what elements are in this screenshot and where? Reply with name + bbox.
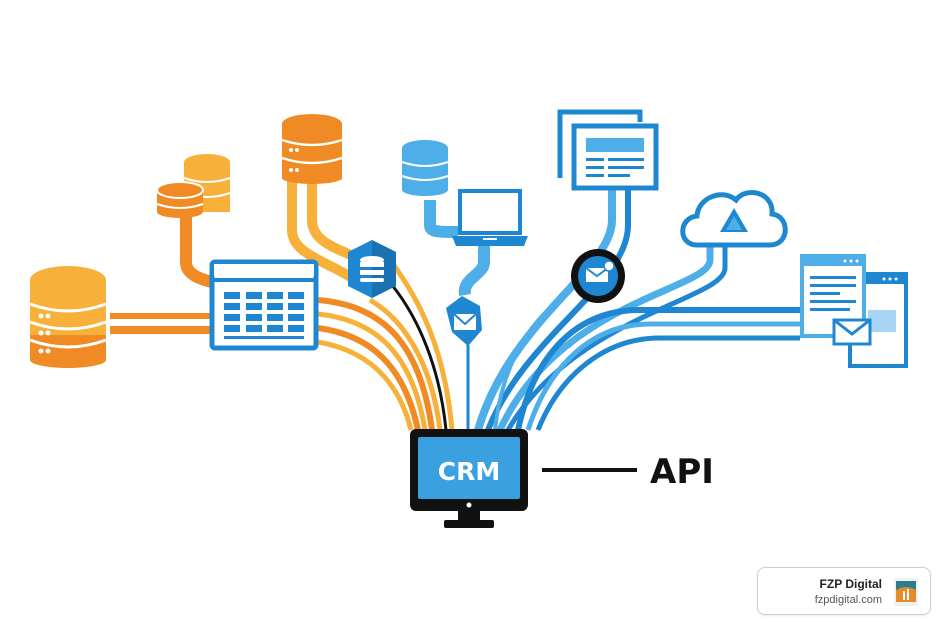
connector-line xyxy=(180,215,214,288)
connector-line xyxy=(458,246,490,297)
connector-line xyxy=(474,190,616,432)
connector-line xyxy=(317,325,421,431)
connector-line xyxy=(505,245,728,432)
connector-line xyxy=(317,339,414,431)
connector-line xyxy=(493,298,562,431)
laptop-icon xyxy=(452,189,528,246)
database-icon xyxy=(281,114,343,184)
email-hex-icon xyxy=(446,296,482,346)
connector-line xyxy=(515,307,800,431)
connector-line xyxy=(485,190,631,432)
attribution-badge[interactable]: FZP Digital fzpdigital.com xyxy=(757,567,931,615)
connector-line xyxy=(525,321,800,431)
database-hex-icon xyxy=(348,240,396,298)
connector-line xyxy=(390,284,448,431)
web-page-icon xyxy=(557,109,659,191)
database-icon xyxy=(401,140,449,196)
connector-line xyxy=(287,180,358,285)
crm-label: CRM xyxy=(438,457,500,486)
email-gear-icon xyxy=(571,249,625,303)
connector-line xyxy=(535,335,800,431)
connector-line xyxy=(317,311,428,431)
connector-line xyxy=(424,200,459,238)
crm-monitor-icon: CRM xyxy=(410,429,528,528)
badge-url[interactable]: fzpdigital.com xyxy=(814,594,882,606)
connector-line xyxy=(368,297,443,431)
fzp-logo-icon xyxy=(894,578,918,606)
blue-connection-lines xyxy=(424,190,800,432)
browser-mail-icon xyxy=(800,254,908,368)
api-label: API xyxy=(650,452,714,492)
orange-connection-lines xyxy=(110,180,455,431)
connector-line xyxy=(317,297,435,431)
spreadsheet-icon xyxy=(209,259,319,351)
connector-line xyxy=(387,258,455,431)
badge-name: FZP Digital xyxy=(819,577,882,591)
database-icon xyxy=(29,266,107,368)
connector-line xyxy=(496,245,714,432)
database-icon xyxy=(156,154,231,218)
cloud-icon xyxy=(680,190,788,248)
